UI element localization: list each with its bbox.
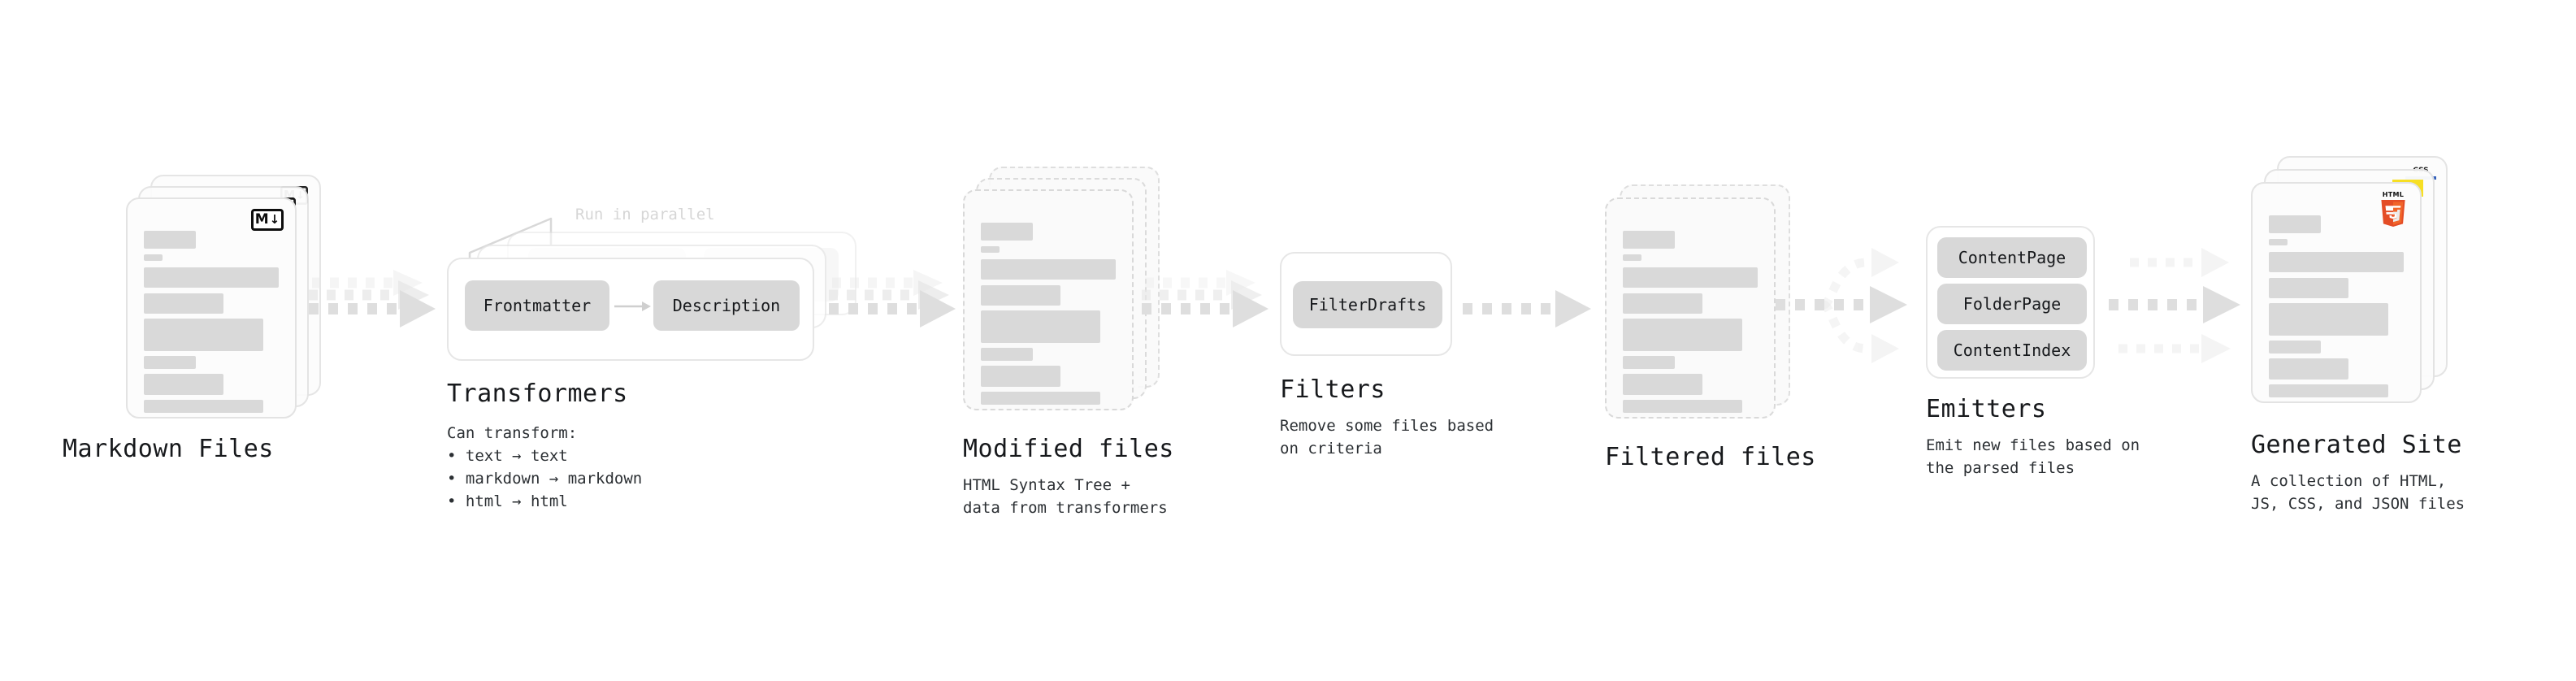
skeleton-line [1623, 319, 1742, 351]
skeleton-line [2269, 384, 2388, 397]
skeleton-line [144, 400, 263, 413]
pill-label: FilterDrafts [1308, 295, 1427, 314]
pill-description[interactable]: Description [653, 280, 800, 331]
stage-heading: Transformers [447, 380, 628, 408]
stage-filtered-files: Filtered files [1605, 184, 1873, 493]
skeleton-line [2269, 239, 2288, 245]
pill-folderpage[interactable]: FolderPage [1937, 284, 2087, 324]
skeleton-line [1623, 231, 1675, 249]
skeleton-line [1623, 356, 1675, 369]
pill-contentindex[interactable]: ContentIndex [1937, 330, 2087, 371]
skeleton-line [144, 374, 223, 395]
stage-heading: Generated Site [2251, 431, 2462, 459]
pill-filterdrafts[interactable]: FilterDrafts [1293, 281, 1442, 328]
html5-badge-label: HTML [2382, 191, 2405, 198]
skeleton-line [981, 259, 1116, 280]
pill-frontmatter[interactable]: Frontmatter [465, 280, 609, 331]
skeleton-line [2269, 303, 2388, 336]
pill-contentpage[interactable]: ContentPage [1937, 237, 2087, 278]
skeleton-line [981, 348, 1033, 361]
pill-label: ContentIndex [1953, 340, 2071, 360]
filtered-file-card-front [1605, 197, 1776, 419]
skeleton-line [144, 254, 163, 261]
generated-site-card-html: HTML [2251, 182, 2422, 403]
skeleton-line [981, 366, 1060, 387]
modified-file-card-front [963, 189, 1134, 410]
stage-heading: Emitters [1926, 395, 2047, 423]
run-in-parallel-label: Run in parallel [575, 206, 715, 223]
pill-label: ContentPage [1958, 248, 2066, 267]
transformer-layer-front: Frontmatter Description [447, 258, 814, 361]
stage-subtext: Emit new files based on the parsed files [1926, 436, 2140, 478]
filters-box: FilterDrafts [1280, 252, 1452, 356]
html5-badge-icon: HTML [2376, 191, 2410, 228]
skeleton-line [1623, 293, 1702, 314]
stage-modified-files: Modified files HTML Syntax Tree + data f… [963, 167, 1231, 517]
stage-heading: Filtered files [1605, 443, 1816, 471]
skeleton-line [144, 231, 196, 249]
pill-label: Description [672, 296, 781, 315]
stage-subtext: Remove some files based on criteria [1280, 417, 1494, 458]
skeleton-line [144, 293, 223, 314]
pill-label: FolderPage [1962, 294, 2062, 314]
skeleton-line [2269, 252, 2404, 272]
html5-shield-shape [2381, 200, 2405, 228]
skeleton-line [2269, 340, 2321, 354]
stage-generated-site: CSS HTML [2251, 156, 2543, 513]
stage-heading: Modified files [963, 435, 1174, 463]
skeleton-line [2269, 358, 2348, 380]
stage-markdown-files: M↓ M↓ M↓ Markdown Files [63, 175, 386, 484]
markdown-file-card-front: M↓ [126, 197, 297, 419]
emitters-box: ContentPage FolderPage ContentIndex [1926, 226, 2095, 379]
skeleton-line [2269, 215, 2321, 233]
stage-subtext: Can transform: • text → text • markdown … [447, 424, 643, 511]
stage-subtext: HTML Syntax Tree + data from transformer… [963, 476, 1168, 518]
skeleton-line [144, 319, 263, 351]
skeleton-line [1623, 254, 1641, 261]
transformer-inner-arrow [614, 301, 651, 311]
stage-emitters: ContentPage FolderPage ContentIndex Emit… [1926, 226, 2202, 494]
skeleton-line [2269, 278, 2348, 298]
stage-subtext: A collection of HTML, JS, CSS, and JSON … [2251, 472, 2465, 514]
stage-heading: Markdown Files [63, 435, 274, 463]
skeleton-line [1623, 400, 1742, 413]
stage-filters: FilterDrafts Filters Remove some files b… [1280, 252, 1540, 488]
skeleton-line [981, 223, 1033, 241]
skeleton-line [981, 392, 1100, 405]
skeleton-line [981, 285, 1060, 306]
pill-label: Frontmatter [483, 296, 592, 315]
skeleton-line [981, 310, 1100, 343]
stage-transformers: Run in parallel Frontmatter Description [447, 191, 870, 510]
markdown-badge-icon: M↓ [251, 209, 284, 231]
skeleton-line [144, 356, 196, 369]
skeleton-line [144, 267, 279, 288]
skeleton-line [1623, 267, 1758, 288]
stage-heading: Filters [1280, 375, 1386, 404]
skeleton-line [981, 246, 1000, 253]
skeleton-line [1623, 374, 1702, 395]
